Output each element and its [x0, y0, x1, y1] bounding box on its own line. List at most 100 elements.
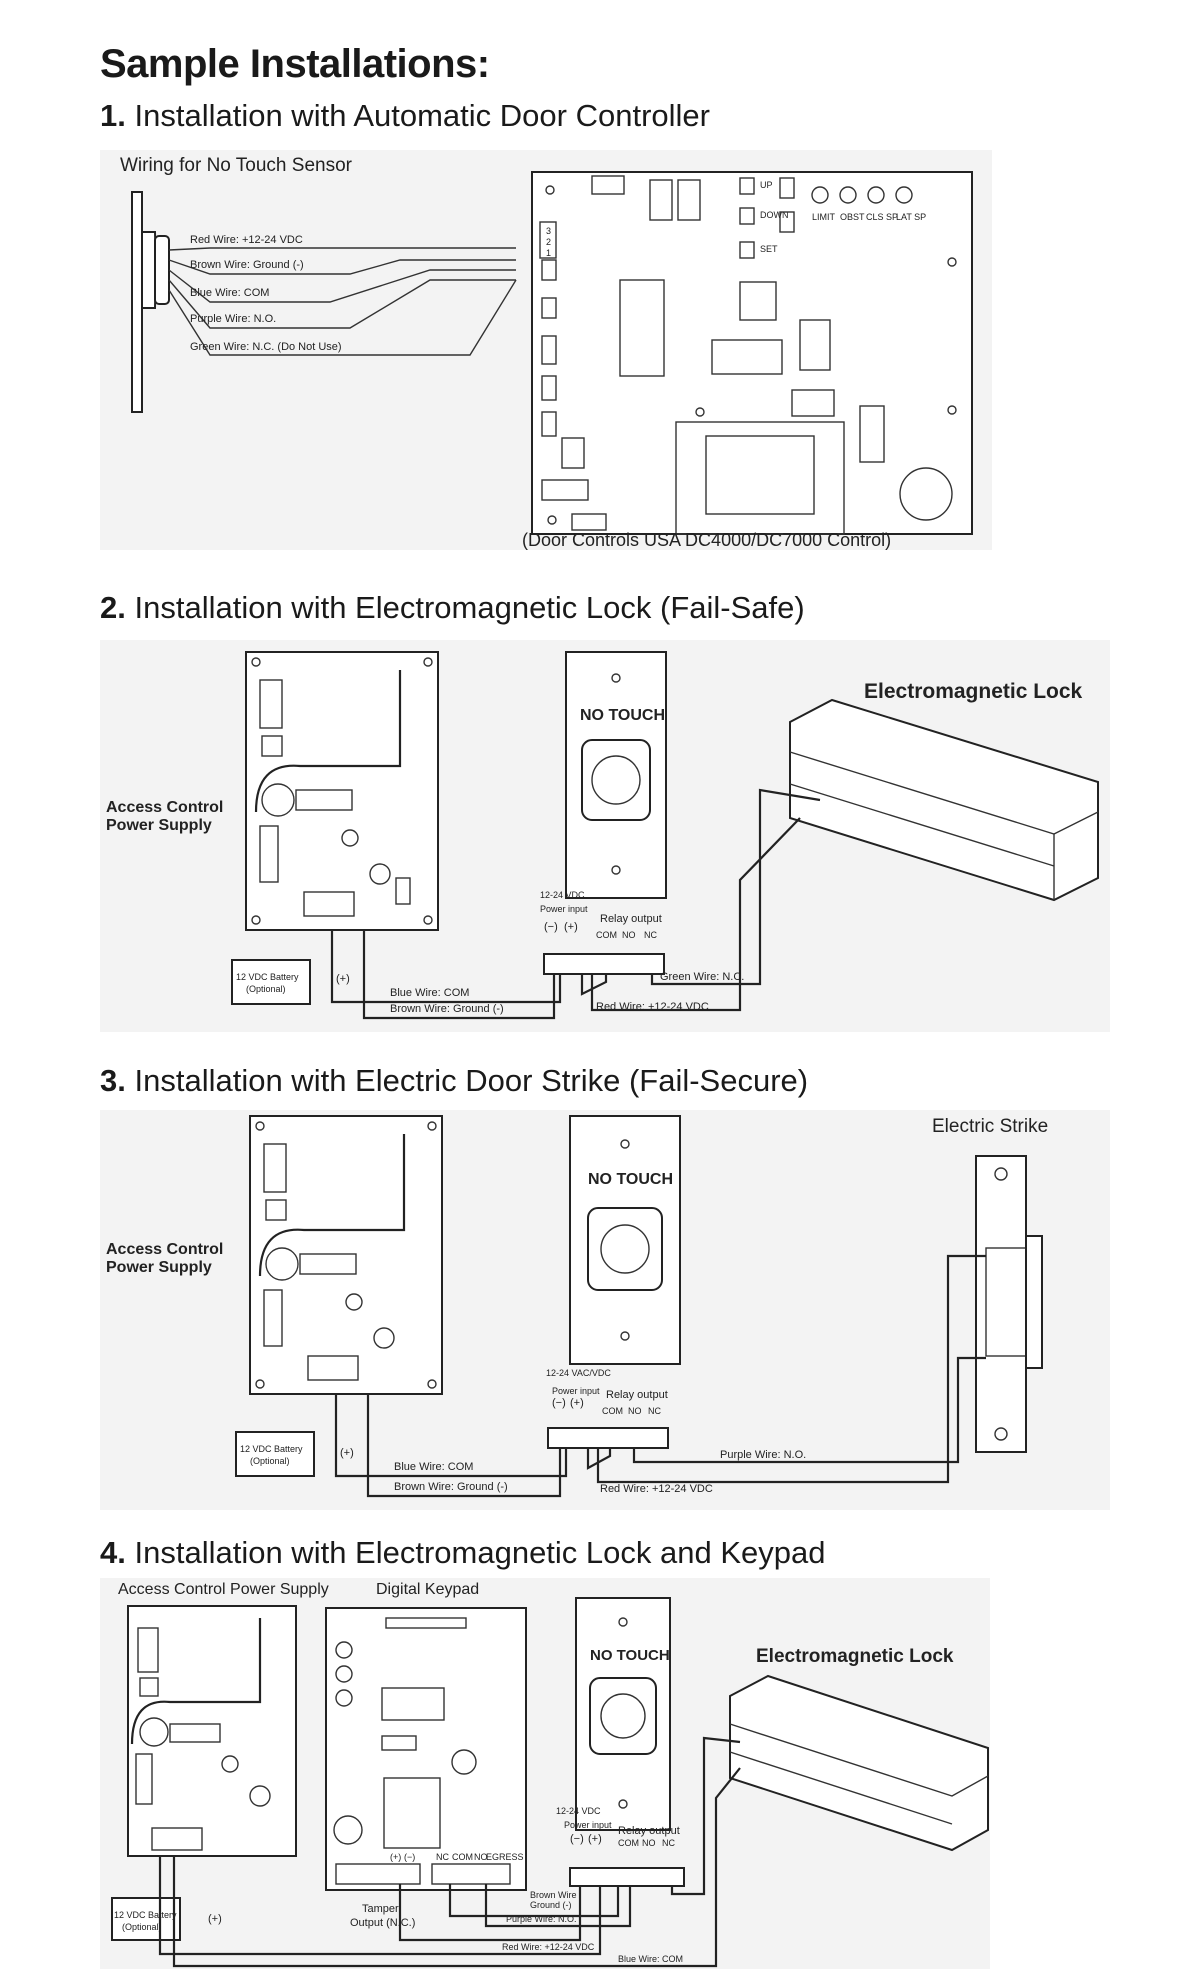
relay-terminal-block — [543, 953, 665, 975]
digital-keypad-board — [325, 1607, 527, 1891]
keypad-electromagnetic-lock-wiring: Access Control Power Supply Digital Keyp… — [111, 1581, 989, 1968]
board-label: LAT SP — [896, 212, 926, 222]
electromagnetic-lock-wiring: Access Control Power Supply NO TOUCH Ele… — [106, 651, 1099, 1020]
board-label: SET — [760, 244, 778, 254]
wire-label-brown: Ground (-) — [530, 1900, 572, 1910]
relay-voltage: 12-24 VDC — [556, 1806, 601, 1816]
battery-label: (Optional) — [250, 1456, 290, 1466]
power-supply-board — [127, 1605, 297, 1857]
power-supply-label: Access Control Power Supply — [118, 1581, 329, 1598]
button-label: NO TOUCH — [588, 1171, 673, 1188]
keypad-power-label: (−) — [404, 1852, 415, 1862]
keypad-terminal-label: EGRESS — [486, 1852, 524, 1862]
relay-minus: (−) — [570, 1833, 584, 1845]
relay-minus: (−) — [552, 1397, 566, 1409]
section-number: 1. — [100, 98, 126, 133]
section-number: 2. — [100, 590, 126, 625]
relay-voltage: 12-24 VAC/VDC — [546, 1368, 611, 1378]
relay-no: NO — [628, 1406, 642, 1416]
keypad-terminal-label: COM — [452, 1852, 473, 1862]
power-supply-label: Power Supply — [106, 1259, 212, 1276]
section-2-title: 2. Installation with Electromagnetic Loc… — [100, 590, 805, 625]
wire-label-blue: Blue Wire: COM — [618, 1954, 683, 1964]
relay-nc: NC — [648, 1406, 661, 1416]
terminal-label: 3 — [546, 226, 551, 236]
keypad-power-label: (+) — [390, 1852, 401, 1862]
relay-output-label: Relay output — [618, 1825, 680, 1837]
relay-com: COM — [602, 1406, 623, 1416]
relay-plus: (+) — [570, 1397, 584, 1409]
no-touch-button — [565, 651, 667, 899]
relay-power-input: Power input — [552, 1386, 600, 1396]
battery-label: 12 VDC Battery — [114, 1910, 177, 1920]
relay-output-label: Relay output — [606, 1389, 668, 1401]
electromagnetic-lock-icon — [789, 698, 1099, 902]
wire-label-brown: Brown Wire: Ground (-) — [390, 1003, 504, 1015]
section-number: 4. — [100, 1535, 126, 1570]
terminal-label: 2 — [546, 237, 551, 247]
battery-label: (Optional) — [122, 1922, 162, 1932]
no-touch-button — [575, 1597, 671, 1831]
relay-nc: NC — [644, 930, 657, 940]
relay-power-input: Power input — [564, 1820, 612, 1830]
button-label: NO TOUCH — [590, 1647, 670, 1664]
plus-mark: (+) — [208, 1913, 222, 1925]
door-controller-board: 3 2 1 UP DOWN SET LIMIT OBST — [531, 171, 973, 535]
plus-mark: (+) — [340, 1447, 354, 1459]
section-number: 3. — [100, 1063, 126, 1098]
relay-minus: (−) — [544, 921, 558, 933]
wire-label-blue: Blue Wire: COM — [390, 987, 469, 999]
button-label: NO TOUCH — [580, 707, 665, 724]
wire-label: Green Wire: N.C. (Do Not Use) — [190, 341, 342, 353]
keypad-terminal-label: NC — [436, 1852, 449, 1862]
section-3-diagram: Access Control Power Supply NO TOUCH Ele… — [100, 1110, 1110, 1510]
terminal-label: 1 — [546, 248, 551, 258]
battery-icon — [235, 1431, 315, 1477]
board-label: CLS SP — [866, 212, 898, 222]
section-2-diagram: Access Control Power Supply NO TOUCH Ele… — [100, 640, 1110, 1032]
section-4-title: 4. Installation with Electromagnetic Loc… — [100, 1535, 826, 1570]
keypad-terminal-label: NO — [474, 1852, 488, 1862]
relay-power-input: Power input — [540, 904, 588, 914]
power-supply-label: Power Supply — [106, 817, 212, 834]
board-label: UP — [760, 180, 773, 190]
relay-plus: (+) — [588, 1833, 602, 1845]
relay-terminal-block — [569, 1867, 685, 1887]
plus-mark: (+) — [336, 973, 350, 985]
wiring-caption: Wiring for No Touch Sensor — [120, 155, 353, 176]
wire-label: Red Wire: +12-24 VDC — [190, 234, 303, 246]
wire-label-red: Red Wire: +12-24 VDC — [502, 1942, 595, 1952]
electromagnetic-lock-icon — [729, 1674, 989, 1852]
device-label: Electric Strike — [932, 1116, 1048, 1137]
section-4-diagram: Access Control Power Supply Digital Keyp… — [100, 1578, 990, 1969]
relay-terminal-block — [547, 1427, 669, 1449]
section-3-title: 3. Installation with Electric Door Strik… — [100, 1063, 809, 1098]
wire-label-blue: Blue Wire: COM — [394, 1461, 473, 1473]
automatic-door-controller-wiring: Wiring for No Touch Sensor Red Wire: +12… — [120, 155, 973, 550]
wire-label-brown: Brown Wire: Ground (-) — [394, 1481, 508, 1493]
device-label: Electromagnetic Lock — [756, 1646, 954, 1667]
battery-icon — [231, 959, 311, 1005]
power-supply-label: Access Control — [106, 799, 223, 816]
wire-label-purple: Purple Wire: N.O. — [506, 1914, 577, 1924]
power-supply-board — [249, 1115, 443, 1395]
no-touch-sensor-icon — [131, 191, 170, 413]
wire-label-signal: Purple Wire: N.O. — [720, 1449, 806, 1461]
keypad-label: Digital Keypad — [376, 1581, 479, 1598]
page-title: Sample Installations: — [100, 42, 490, 86]
wire-label: Blue Wire: COM — [190, 287, 269, 299]
wire-label-signal: Green Wire: N.C. — [660, 971, 744, 983]
wire-label-brown: Brown Wire — [530, 1890, 577, 1900]
relay-plus: (+) — [564, 921, 578, 933]
wire-label-red: Red Wire: +12-24 VDC — [600, 1483, 713, 1495]
relay-com: COM — [618, 1838, 639, 1848]
relay-com: COM — [596, 930, 617, 940]
tamper-label: Tamper — [362, 1903, 399, 1915]
board-label: OBST — [840, 212, 865, 222]
electric-strike-icon — [975, 1155, 1043, 1453]
power-supply-label: Access Control — [106, 1241, 223, 1258]
no-touch-button — [569, 1115, 681, 1365]
battery-label: 12 VDC Battery — [236, 972, 299, 982]
board-label: DOWN — [760, 210, 789, 220]
wire-label: Purple Wire: N.O. — [190, 313, 276, 325]
